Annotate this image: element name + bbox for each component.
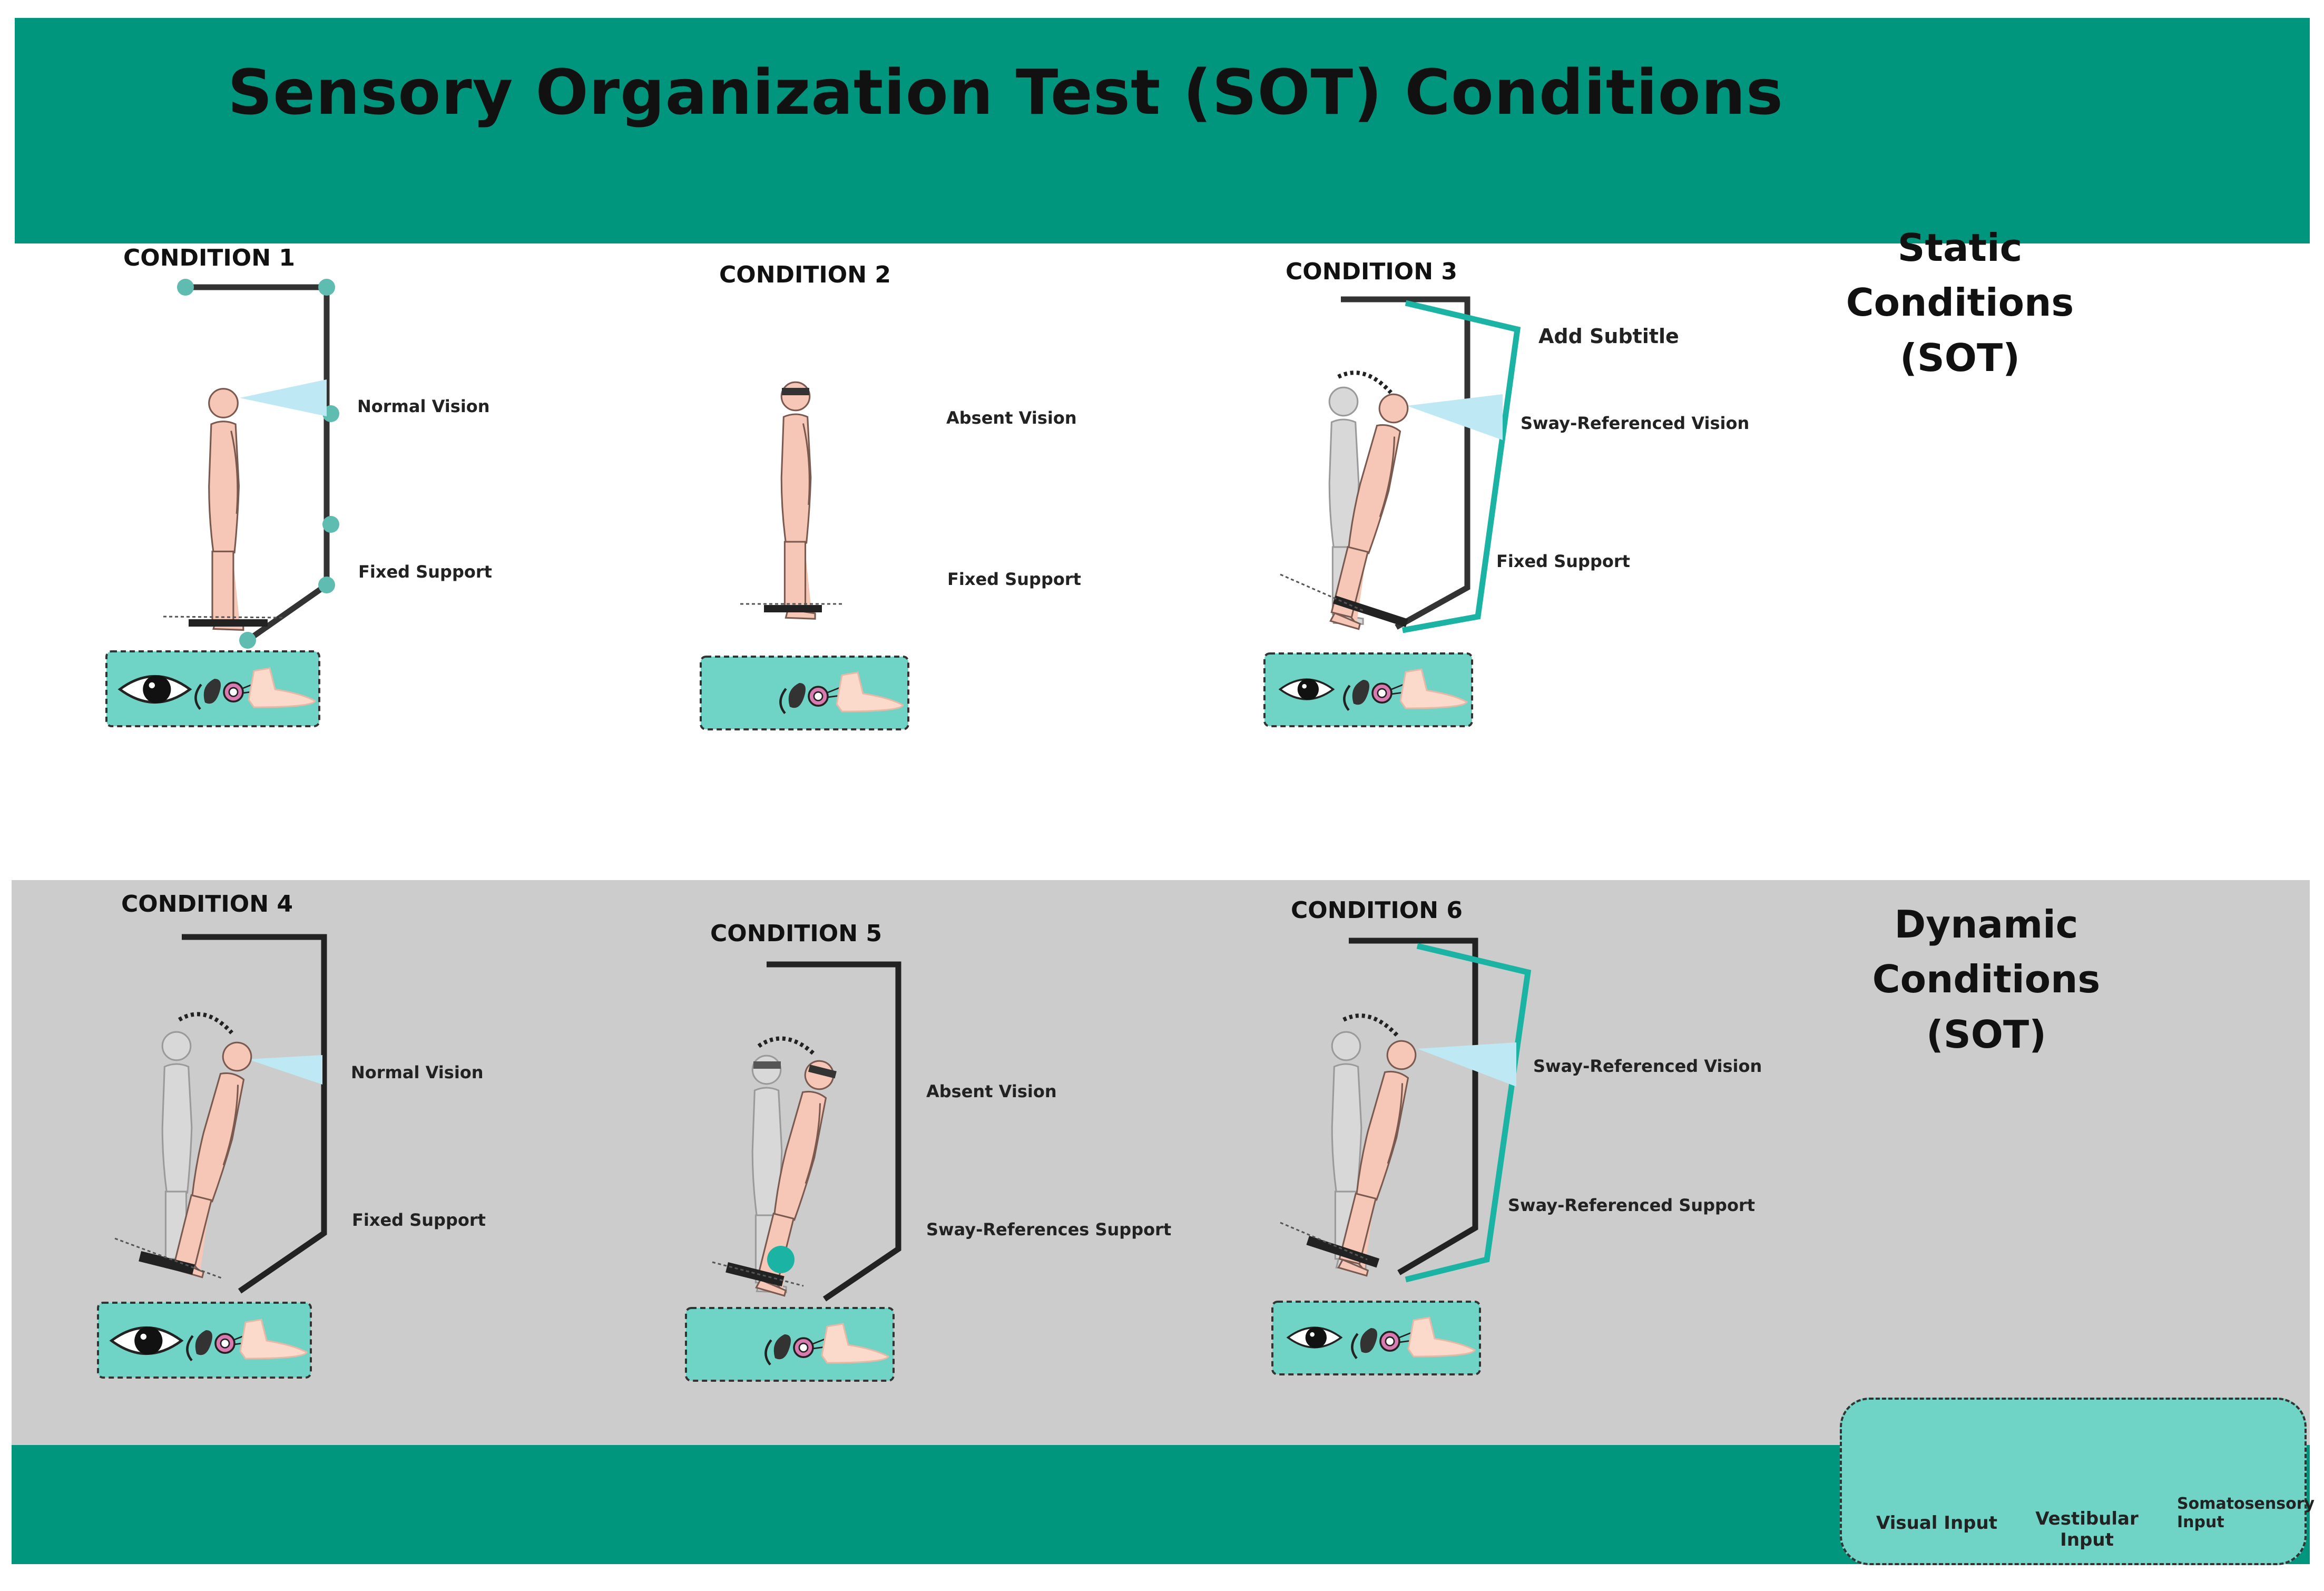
legend-somatosensory-line2: Input	[2177, 1513, 2224, 1531]
condition-3-title: CONDITION 3	[1286, 258, 1457, 285]
legend-somatosensory-line1: Somatosensory	[2177, 1495, 2315, 1513]
condition-3-support-label: Fixed Support	[1496, 551, 1630, 571]
dynamic-conditions-line1: Dynamic Conditions	[1872, 902, 2101, 1002]
condition-4-title: CONDITION 4	[121, 891, 293, 917]
condition-1-title: CONDITION 1	[123, 245, 295, 271]
static-conditions-line1: Static Conditions	[1846, 226, 2074, 325]
dynamic-conditions-title: Dynamic Conditions (SOT)	[1786, 897, 2186, 1062]
condition-2-figure	[701, 381, 908, 729]
condition-5-figure	[686, 961, 901, 1381]
legend-somatosensory-label: Somatosensory Input	[2177, 1495, 2315, 1531]
legend-vestibular-label: Vestibular Input	[2035, 1508, 2139, 1550]
condition-3-vision-label: Sway-Referenced Vision	[1521, 413, 1750, 433]
condition-1-vision-label: Normal Vision	[357, 396, 490, 416]
condition-4-vision-label: Normal Vision	[351, 1062, 484, 1082]
dynamic-conditions-line2: (SOT)	[1926, 1012, 2046, 1057]
condition-5-support-label: Sway-References Support	[926, 1219, 1172, 1239]
condition-2-vision-label: Absent Vision	[946, 408, 1077, 428]
condition-3-subtitle: Add Subtitle	[1538, 325, 1679, 348]
legend-box: Visual Input Vestibular Input Somatosens…	[1840, 1398, 2315, 1565]
header-bar	[15, 18, 2310, 243]
condition-4-figure	[98, 934, 327, 1378]
condition-6-title: CONDITION 6	[1291, 897, 1463, 924]
condition-1-figure	[106, 279, 339, 726]
legend-visual-label: Visual Input	[1876, 1512, 1997, 1534]
condition-6-support-label: Sway-Referenced Support	[1508, 1195, 1756, 1215]
static-conditions-title: Static Conditions (SOT)	[1786, 220, 2134, 385]
static-conditions-line2: (SOT)	[1900, 335, 2020, 380]
condition-6-vision-label: Sway-Referenced Vision	[1533, 1056, 1762, 1076]
condition-3-figure	[1264, 296, 1521, 726]
condition-1-support-label: Fixed Support	[358, 562, 492, 582]
condition-2-title: CONDITION 2	[719, 261, 891, 288]
condition-6-figure	[1272, 938, 1532, 1374]
page-title: Sensory Organization Test (SOT) Conditio…	[228, 56, 1783, 129]
condition-4-support-label: Fixed Support	[352, 1210, 486, 1230]
condition-2-support-label: Fixed Support	[947, 569, 1081, 589]
dynamic-section-background	[12, 880, 2310, 1445]
condition-5-vision-label: Absent Vision	[926, 1081, 1057, 1101]
condition-5-title: CONDITION 5	[710, 920, 882, 947]
